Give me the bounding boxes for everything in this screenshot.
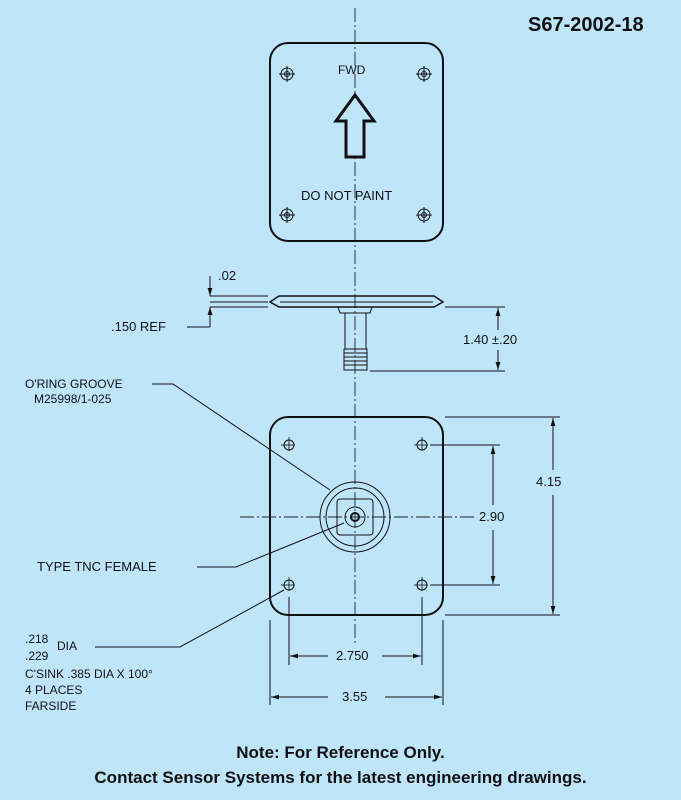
hole-dia-upper: .218 bbox=[25, 632, 49, 646]
fwd-arrow-icon bbox=[333, 92, 377, 159]
hole-dia-suffix: DIA bbox=[57, 639, 78, 653]
bottom-view bbox=[95, 383, 560, 705]
footer-contact: Contact Sensor Systems for the latest en… bbox=[94, 768, 587, 787]
side-view bbox=[187, 276, 505, 372]
bottom-mount-hole-4 bbox=[414, 577, 430, 593]
top-mount-hole-3 bbox=[279, 207, 295, 223]
side-plate-profile bbox=[268, 295, 445, 308]
do-not-paint-label: DO NOT PAINT bbox=[301, 188, 393, 203]
oring-groove-label: O'RING GROOVE bbox=[25, 377, 123, 391]
oring-groove-inner bbox=[325, 487, 385, 547]
top-plate-outline bbox=[269, 42, 444, 242]
top-mount-hole-1 bbox=[279, 66, 295, 82]
top-mount-hole-2 bbox=[416, 66, 432, 82]
farside-note: FARSIDE bbox=[25, 699, 77, 713]
connector-flange bbox=[337, 306, 373, 314]
bottom-mount-hole-1 bbox=[281, 437, 297, 453]
connector-threads bbox=[343, 348, 368, 371]
places-note: 4 PLACES bbox=[25, 683, 83, 697]
oring-leader bbox=[152, 383, 331, 491]
ref-dim: .150 REF bbox=[111, 319, 166, 334]
top-mount-hole-4 bbox=[416, 207, 432, 223]
csink-note: C'SINK .385 DIA X 100° bbox=[25, 667, 153, 681]
thickness-dim: .02 bbox=[218, 268, 237, 283]
hole-spacing-vertical-dim: 2.90 bbox=[479, 509, 505, 524]
tnc-connector-flange bbox=[336, 498, 374, 536]
top-view bbox=[269, 42, 444, 242]
height-dim: 4.15 bbox=[536, 474, 562, 489]
connector-leader bbox=[197, 522, 345, 568]
hole-leader bbox=[95, 589, 285, 648]
connector-length-dim: 1.40 ±.20 bbox=[463, 332, 518, 347]
oring-groove-spec: M25998/1-025 bbox=[34, 392, 112, 406]
connector-label: TYPE TNC FEMALE bbox=[37, 559, 157, 574]
part-number: S67-2002-18 bbox=[528, 14, 644, 36]
hole-dia-lower: .229 bbox=[25, 649, 49, 663]
fwd-label: FWD bbox=[338, 63, 366, 77]
hole-spacing-horizontal-dim: 2.750 bbox=[336, 648, 369, 663]
bottom-mount-hole-2 bbox=[414, 437, 430, 453]
bottom-plate-outline bbox=[269, 416, 444, 616]
footer-note: Note: For Reference Only. bbox=[236, 743, 445, 762]
tnc-connector-body bbox=[344, 506, 366, 528]
width-dim: 3.55 bbox=[342, 689, 368, 704]
tnc-connector-pin bbox=[350, 512, 360, 522]
bottom-mount-hole-3 bbox=[281, 577, 297, 593]
oring-groove-outer bbox=[319, 481, 391, 553]
connector-body bbox=[344, 312, 367, 350]
